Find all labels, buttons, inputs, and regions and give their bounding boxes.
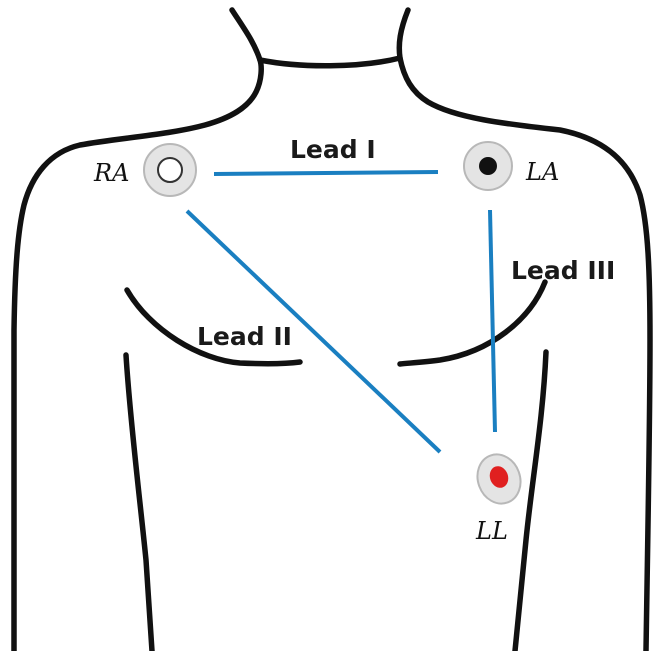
electrode-ll-label: LL (475, 517, 508, 545)
lead-i-label: Lead I (290, 135, 376, 164)
lead-iii-line (490, 210, 495, 432)
right-arm-inner-outline (515, 352, 546, 651)
neck-base-outline (260, 58, 400, 66)
electrode-ra-center (158, 158, 182, 182)
electrode-la (464, 142, 512, 190)
lead-lines (187, 172, 495, 452)
left-arm-inner-outline (126, 355, 152, 651)
torso-outline (14, 10, 650, 651)
right-pectoral-outline (400, 282, 545, 364)
electrode-ra (144, 144, 196, 196)
lead-ii-label: Lead II (197, 322, 292, 351)
electrode-ra-label: RA (93, 159, 129, 187)
electrode-ll (471, 448, 528, 509)
electrode-la-center (479, 157, 497, 175)
lead-iii-label: Lead III (511, 256, 615, 285)
electrode-la-label: LA (525, 158, 559, 186)
lead-i-line (214, 172, 438, 174)
